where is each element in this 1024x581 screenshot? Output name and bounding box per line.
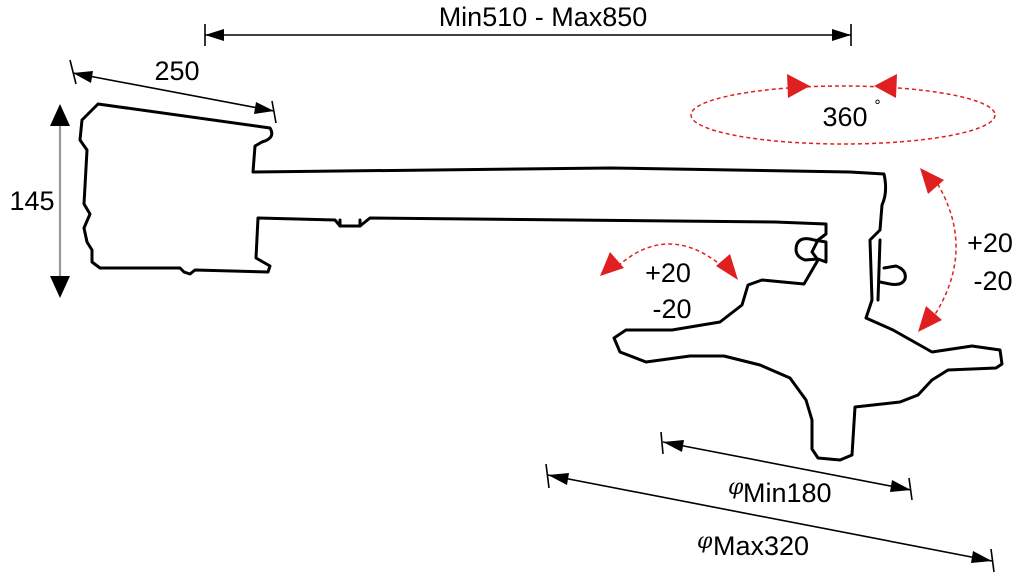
swivel-plate-slot: [876, 238, 882, 302]
swivel-arrow-icon: [920, 168, 944, 194]
phi-icon: φ: [728, 475, 744, 500]
swivel-arrow-icon: [918, 306, 942, 332]
rotation-arrow-icon: [874, 74, 897, 98]
phi-icon: φ: [697, 529, 713, 554]
tilt-plus-label: +20: [645, 258, 691, 288]
rotation-arrow-icon: [787, 74, 810, 98]
mount-height-dimension: 145: [9, 104, 70, 298]
arrow-left-icon: [663, 440, 684, 452]
swivel-minus-label: -20: [973, 266, 1012, 296]
min-diameter-dimension: φ Min180: [660, 431, 913, 508]
bracket-outline: [78, 102, 1004, 462]
swivel-knob: [878, 264, 907, 286]
mount-width-label: 250: [154, 56, 199, 86]
rotation-ellipse: [690, 85, 996, 145]
swivel-indicator: +20 -20: [918, 168, 1013, 332]
arm-notch: [338, 218, 362, 228]
arrow-left-icon: [548, 473, 569, 485]
arrow-down-icon: [50, 276, 70, 298]
mount-width-dimension: 250: [69, 56, 277, 124]
rotation-indicator: 360 °: [690, 74, 996, 145]
tilt-arrow-icon: [600, 252, 624, 276]
tilt-minus-label: -20: [652, 294, 691, 324]
mount-height-label: 145: [9, 186, 54, 216]
tilt-indicator: +20 -20: [600, 243, 738, 324]
arrow-left-icon: [73, 71, 93, 83]
extension-dimension: Min510 - Max850: [204, 2, 852, 46]
arrow-left-icon: [205, 29, 224, 41]
max-diameter-dimension: φ Max320: [545, 463, 995, 573]
arrow-right-icon: [971, 551, 992, 563]
rotation-label: 360: [822, 102, 867, 132]
tilt-arrow-icon: [716, 254, 738, 280]
arrow-right-icon: [254, 102, 274, 114]
max-diameter-label: Max320: [713, 531, 809, 561]
tilt-knob: [794, 237, 828, 264]
swivel-plus-label: +20: [967, 228, 1013, 258]
degree-mark: °: [874, 98, 881, 114]
arrow-right-icon: [890, 480, 911, 492]
extension-label: Min510 - Max850: [439, 2, 648, 32]
arrow-right-icon: [832, 29, 851, 41]
min-diameter-label: Min180: [743, 478, 832, 508]
arrow-up-icon: [50, 104, 70, 126]
